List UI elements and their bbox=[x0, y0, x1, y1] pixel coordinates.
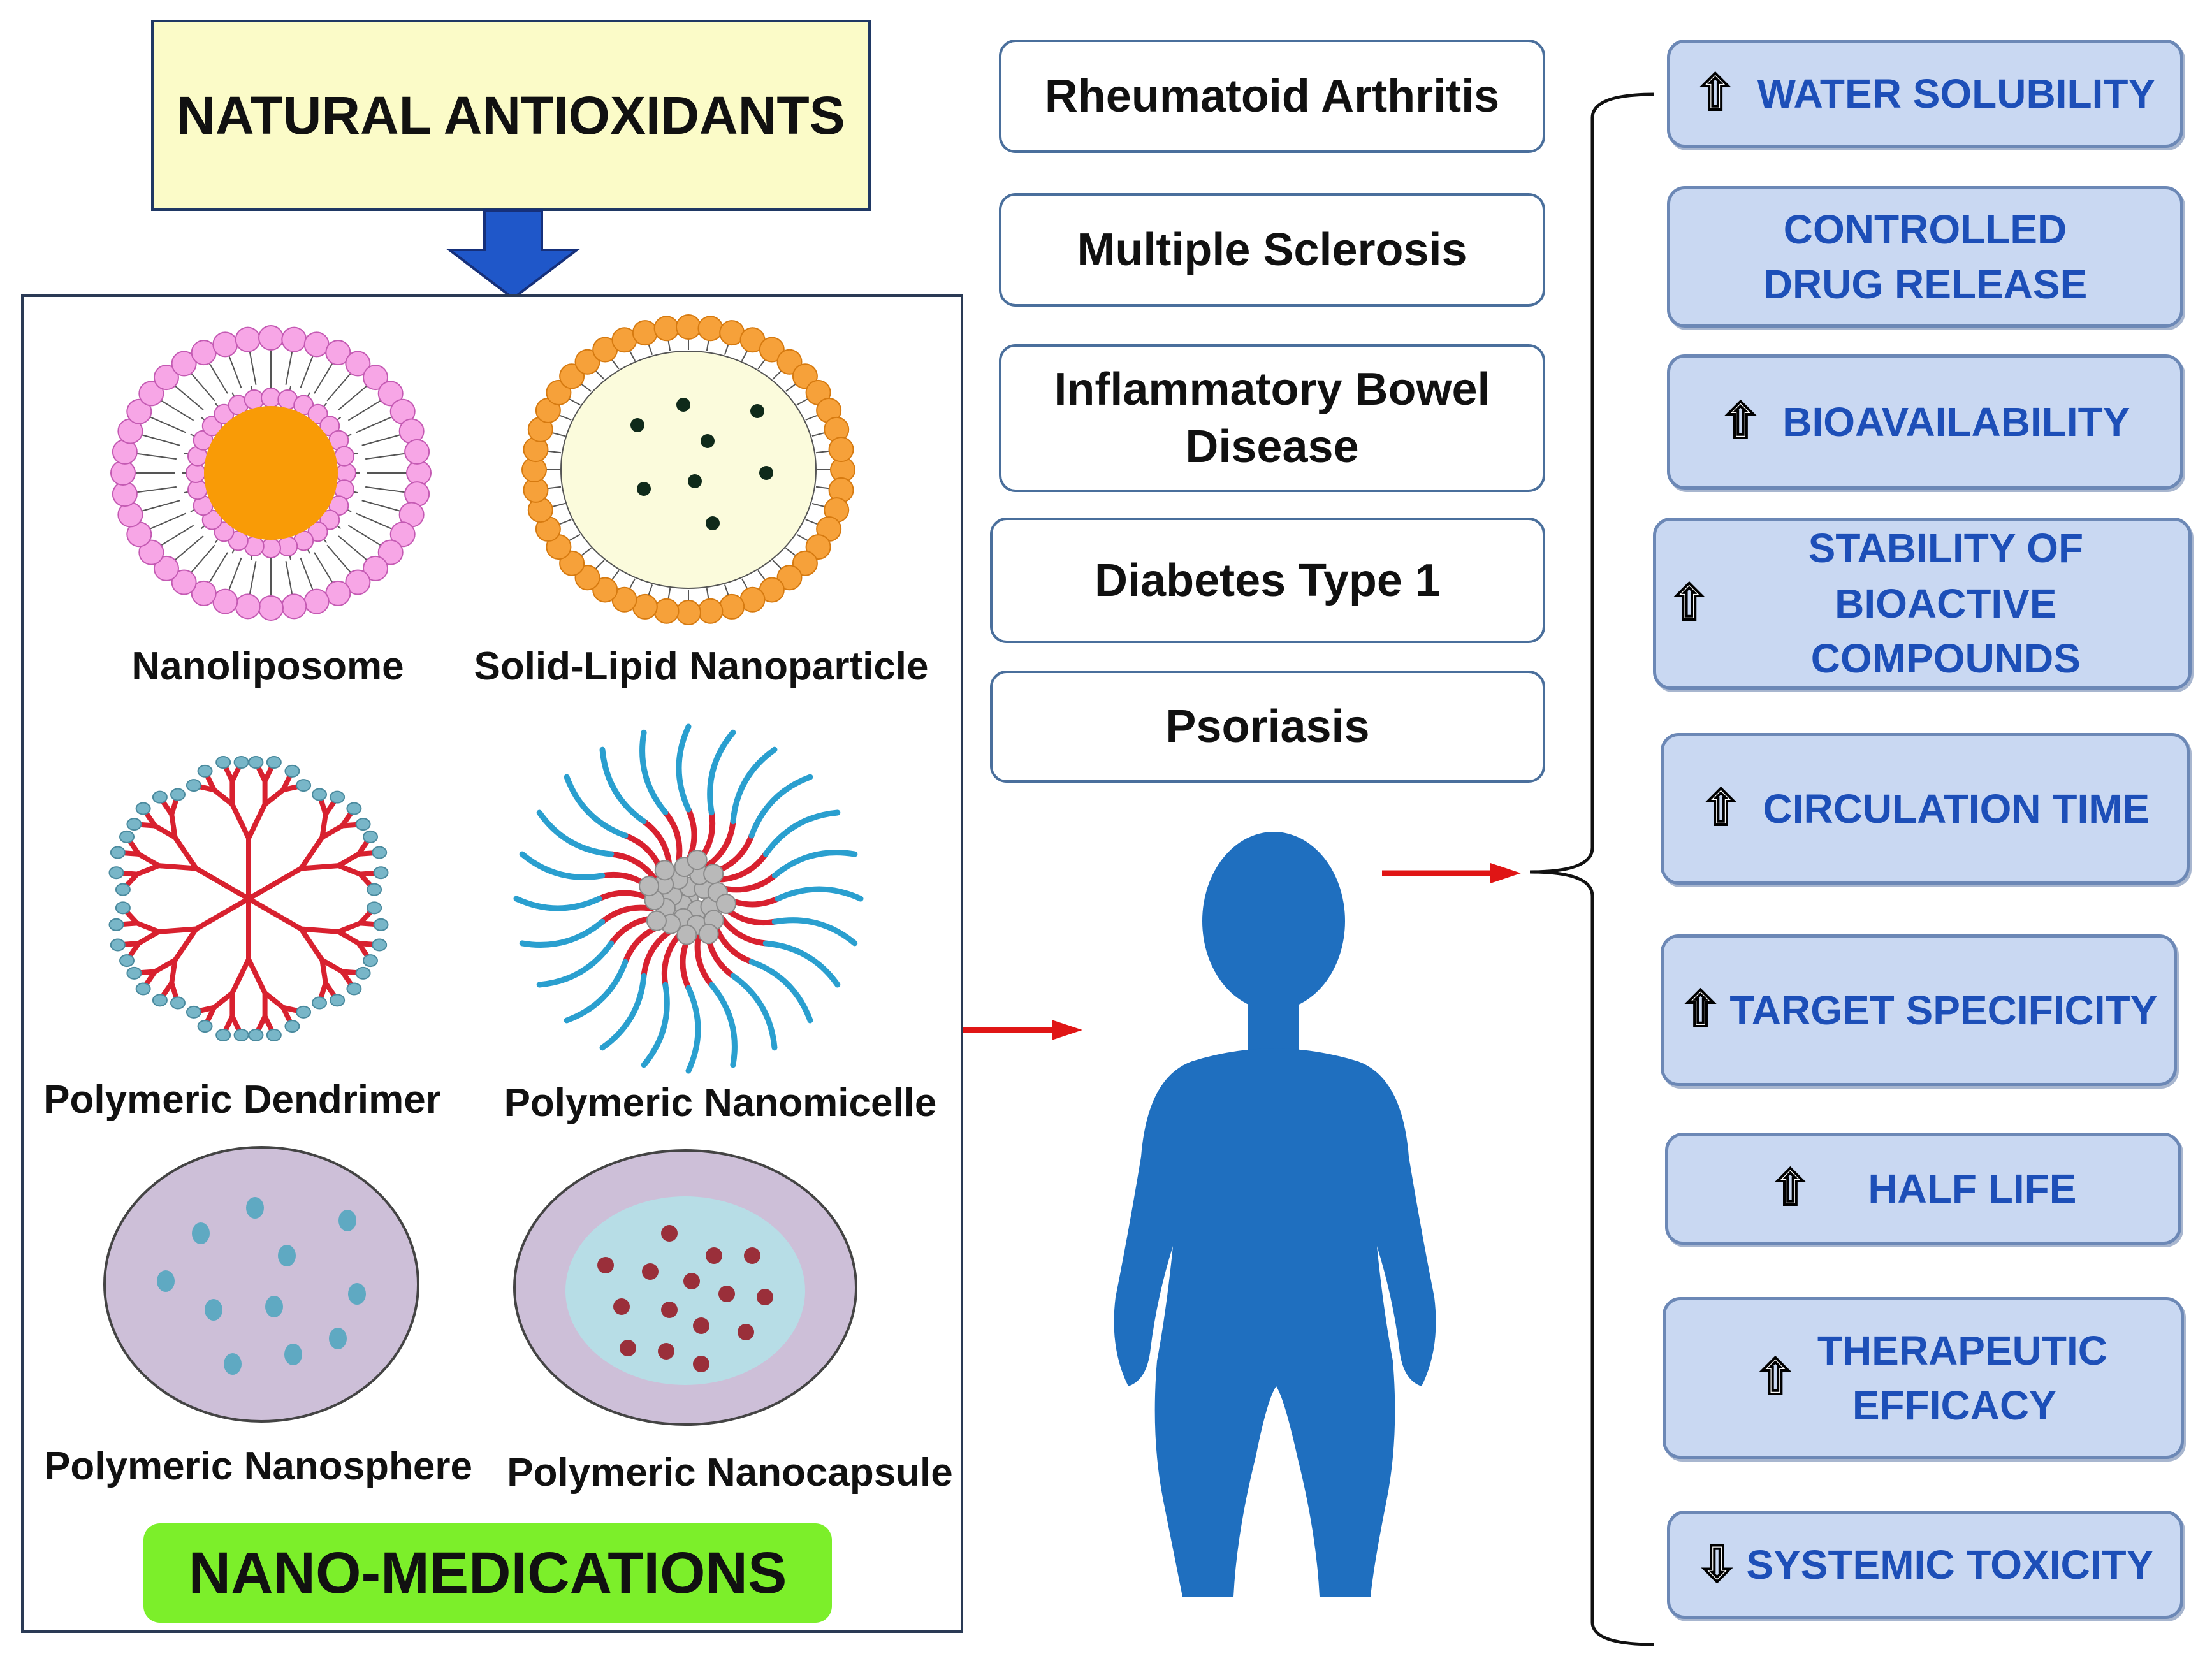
benefit-target-specificity: ⇧ TARGET SPECIFICITY bbox=[1661, 934, 2177, 1086]
polymeric-nanocapsule-icon bbox=[513, 1149, 857, 1426]
solid-lipid-nanoparticle-icon bbox=[521, 314, 855, 625]
human-figure-icon bbox=[1114, 832, 1436, 1597]
increase-arrow-icon: ⇧ bbox=[1679, 982, 1722, 1038]
benefit-controlled-drug-release: CONTROLLED DRUG RELEASE bbox=[1667, 186, 2183, 328]
increase-arrow-icon: ⇧ bbox=[1694, 65, 1737, 122]
benefit-systemic-toxicity: ⇩ SYSTEMIC TOXICITY bbox=[1667, 1511, 2183, 1619]
disease-inflammatory-bowel-disease: Inflammatory Bowel Disease bbox=[999, 344, 1545, 492]
flow-arrow-to-benefits-icon bbox=[1382, 863, 1521, 883]
increase-arrow-icon: ⇧ bbox=[1754, 1349, 1797, 1406]
increase-arrow-icon: ⇧ bbox=[1719, 393, 1763, 450]
increase-arrow-icon: ⇧ bbox=[1668, 575, 1711, 632]
carrier-label-polymeric-nanocapsule: Polymeric Nanocapsule bbox=[507, 1451, 953, 1495]
benefit-therapeutic-efficacy: ⇧ THERAPEUTIC EFFICACY bbox=[1663, 1297, 2184, 1459]
nano-medications-label: NANO-MEDICATIONS bbox=[143, 1523, 832, 1623]
polymeric-dendrimer-icon bbox=[108, 756, 389, 1041]
benefit-water-solubility: ⇧ WATER SOLUBILITY bbox=[1667, 40, 2183, 148]
disease-psoriasis: Psoriasis bbox=[990, 671, 1545, 783]
disease-diabetes-type-1: Diabetes Type 1 bbox=[990, 518, 1545, 643]
disease-multiple-sclerosis: Multiple Sclerosis bbox=[999, 193, 1545, 307]
nanoliposome-icon bbox=[110, 325, 432, 621]
flow-arrow-to-human-icon bbox=[963, 1020, 1082, 1040]
increase-arrow-icon: ⇧ bbox=[1699, 780, 1743, 837]
carrier-label-solid-lipid-nanoparticle: Solid-Lipid Nanoparticle bbox=[474, 644, 929, 688]
benefits-bracket-icon bbox=[1529, 92, 1655, 1646]
carrier-label-polymeric-nanosphere: Polymeric Nanosphere bbox=[44, 1444, 472, 1488]
benefit-stability-of-bioactive-compounds: ⇧ STABILITY OF BIOACTIVE COMPOUNDS bbox=[1653, 518, 2192, 690]
carrier-label-polymeric-nanomicelle: Polymeric Nanomicelle bbox=[504, 1081, 937, 1125]
nano-medications-panel bbox=[21, 294, 963, 1633]
benefit-half-life: ⇧ HALF LIFE bbox=[1665, 1133, 2181, 1245]
benefit-circulation-time: ⇧ CIRCULATION TIME bbox=[1661, 733, 2190, 885]
polymeric-nanosphere-icon bbox=[103, 1146, 419, 1423]
carrier-label-nanoliposome: Nanoliposome bbox=[131, 644, 404, 688]
benefit-bioavailability: ⇧ BIOAVAILABILITY bbox=[1667, 354, 2183, 490]
natural-antioxidants-title: NATURAL ANTIOXIDANTS bbox=[151, 20, 871, 211]
increase-arrow-icon: ⇧ bbox=[1769, 1160, 1812, 1217]
carrier-label-polymeric-dendrimer: Polymeric Dendrimer bbox=[43, 1078, 441, 1122]
polymeric-nanomicelle-icon bbox=[513, 723, 864, 1074]
down-arrow-icon bbox=[446, 209, 581, 300]
decrease-arrow-icon: ⇩ bbox=[1696, 1536, 1739, 1593]
disease-rheumatoid-arthritis: Rheumatoid Arthritis bbox=[999, 40, 1545, 153]
